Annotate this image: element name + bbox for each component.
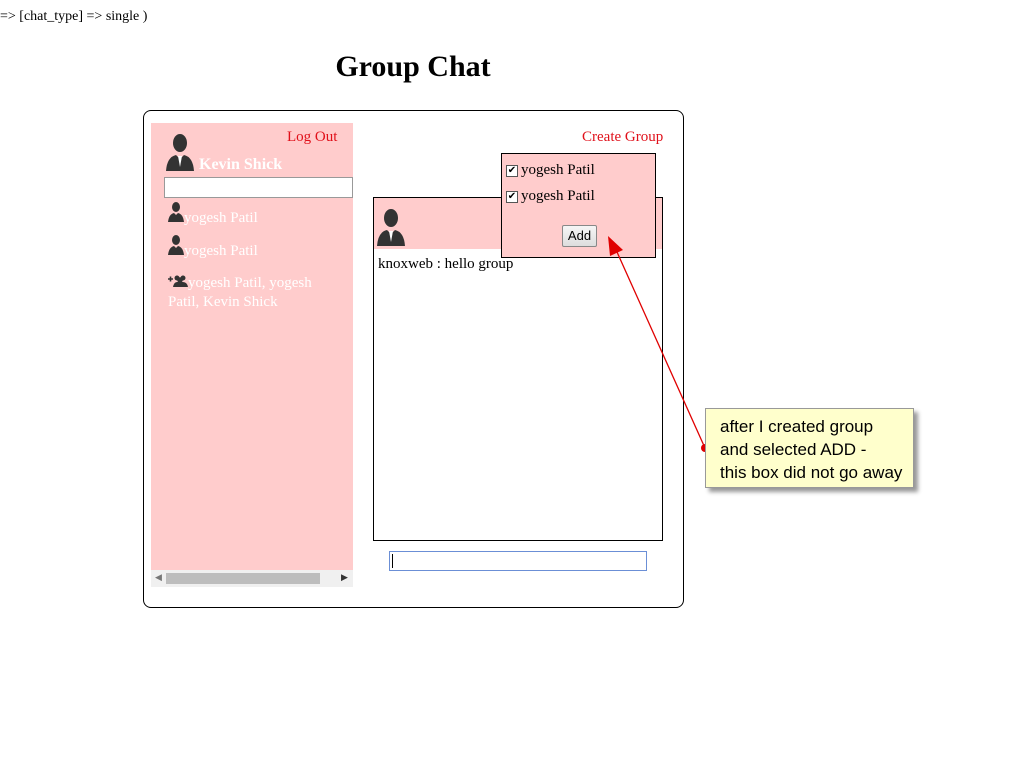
- page-title: Group Chat: [335, 50, 491, 83]
- user-avatar-icon: [377, 209, 405, 246]
- message-input[interactable]: [389, 551, 647, 571]
- add-button[interactable]: Add: [562, 225, 597, 247]
- callout-line: this box did not go away: [720, 463, 903, 482]
- member-option[interactable]: ✔yogesh Patil: [506, 188, 595, 204]
- create-group-link[interactable]: Create Group: [582, 129, 664, 145]
- user-avatar-icon: [166, 134, 194, 171]
- group-item[interactable]: yogesh Patil, yogesh Patil, Kevin Shick: [168, 275, 312, 310]
- scroll-left-icon[interactable]: ◀: [155, 572, 162, 582]
- annotation-callout: after I created group and selected ADD -…: [705, 408, 914, 488]
- chat-frame: [143, 110, 684, 608]
- create-group-popup: ✔yogesh Patil ✔yogesh Patil Add: [501, 153, 656, 258]
- scroll-right-icon[interactable]: ▶: [341, 572, 348, 582]
- user-icon: [168, 202, 184, 222]
- callout-line: after I created group: [720, 417, 874, 436]
- callout-line: and selected ADD -: [720, 440, 867, 459]
- contact-item[interactable]: yogesh Patil: [168, 235, 258, 260]
- member-option[interactable]: ✔yogesh Patil: [506, 162, 595, 178]
- scrollbar-thumb[interactable]: [166, 573, 320, 584]
- debug-text: => [chat_type] => single ): [0, 9, 148, 24]
- chat-message: knoxweb : hello group: [378, 256, 514, 272]
- checkbox-checked[interactable]: ✔: [506, 190, 518, 203]
- user-icon: [168, 235, 184, 255]
- logout-link[interactable]: Log Out: [287, 129, 338, 145]
- checkbox-checked[interactable]: ✔: [506, 164, 518, 177]
- group-icon: [168, 275, 188, 287]
- search-input[interactable]: [164, 177, 353, 198]
- sidebar: Log Out Kevin Shick: [151, 123, 353, 587]
- contact-item[interactable]: yogesh Patil: [168, 202, 258, 227]
- current-user-name: Kevin Shick: [199, 156, 283, 173]
